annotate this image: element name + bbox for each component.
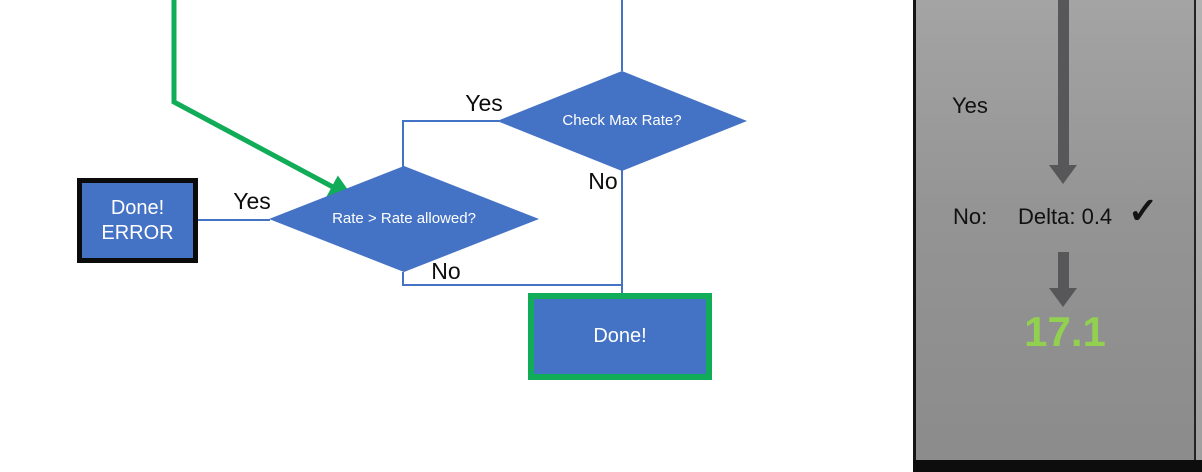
edge-label-checkmax-yes: Yes bbox=[465, 90, 503, 116]
done-error-line1: Done! bbox=[110, 196, 165, 219]
connector-error-yes-h bbox=[198, 219, 270, 221]
edge-label-checkmax-no: No bbox=[588, 168, 618, 194]
connector-checkmax-yes-h bbox=[402, 120, 499, 122]
side-panel bbox=[916, 0, 1194, 472]
side-panel-left-border bbox=[913, 0, 916, 472]
result-value: 17.1 bbox=[1024, 308, 1106, 355]
connector-rate-no-h bbox=[402, 284, 623, 286]
checkmark-icon: ✓ bbox=[1128, 190, 1159, 231]
rate-allowed-label: Rate > Rate allowed? bbox=[332, 210, 476, 228]
edge-label-rate-no: No bbox=[431, 258, 461, 284]
done-error-line2: ERROR bbox=[101, 221, 174, 244]
side-panel-bottom-band bbox=[913, 460, 1202, 472]
down-arrow-icon-2 bbox=[1058, 252, 1069, 289]
down-arrow-icon bbox=[1058, 0, 1069, 166]
panel-no-label: No: bbox=[953, 204, 988, 229]
check-max-rate-label: Check Max Rate? bbox=[562, 112, 682, 130]
connector-checkmax-no-v bbox=[621, 170, 623, 293]
panel-yes-label: Yes bbox=[952, 93, 988, 118]
edge-label-rate-yes: Yes bbox=[233, 188, 271, 214]
done-label: Done! bbox=[593, 325, 647, 347]
connector-checkmax-yes-v bbox=[402, 120, 404, 167]
down-arrow-head-icon bbox=[1049, 165, 1077, 184]
side-panel-right-border bbox=[1194, 0, 1196, 472]
side-panel-outer-strip bbox=[1196, 0, 1202, 472]
check-max-rate-decision[interactable]: Check Max Rate? bbox=[497, 71, 747, 171]
done-node[interactable]: Done! bbox=[528, 293, 712, 380]
panel-delta-label: Delta: 0.4 bbox=[1018, 204, 1113, 229]
done-error-node[interactable]: Done! ERROR bbox=[77, 178, 198, 263]
connector-top-vertical bbox=[621, 0, 623, 71]
down-arrow-head-icon-2 bbox=[1049, 288, 1077, 307]
connector-rate-no-v bbox=[402, 272, 404, 286]
rate-allowed-decision[interactable]: Rate > Rate allowed? bbox=[269, 166, 539, 272]
